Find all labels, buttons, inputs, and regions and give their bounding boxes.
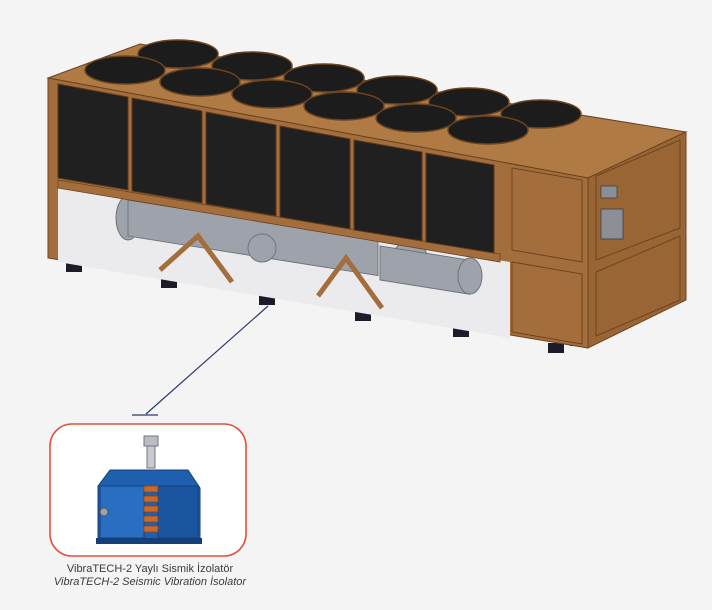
fan-icon (84, 39, 582, 145)
support-frames (158, 232, 385, 310)
isolator-caption: VibraTECH-2 Yaylı Sismik İzolatör VibraT… (20, 563, 280, 589)
vessels (115, 195, 483, 295)
isolator-icon (96, 435, 202, 544)
caption-english: VibraTECH-2 Seismic Vibration İsolator (53, 576, 247, 588)
caption-turkish: VibraTECH-2 Yaylı Sismik İzolatör (66, 563, 234, 575)
control-panel-icon (600, 208, 624, 240)
leader-line (145, 305, 269, 415)
mid-rail (57, 179, 501, 263)
control-cabinet (511, 139, 681, 345)
coil-panels (57, 83, 495, 254)
